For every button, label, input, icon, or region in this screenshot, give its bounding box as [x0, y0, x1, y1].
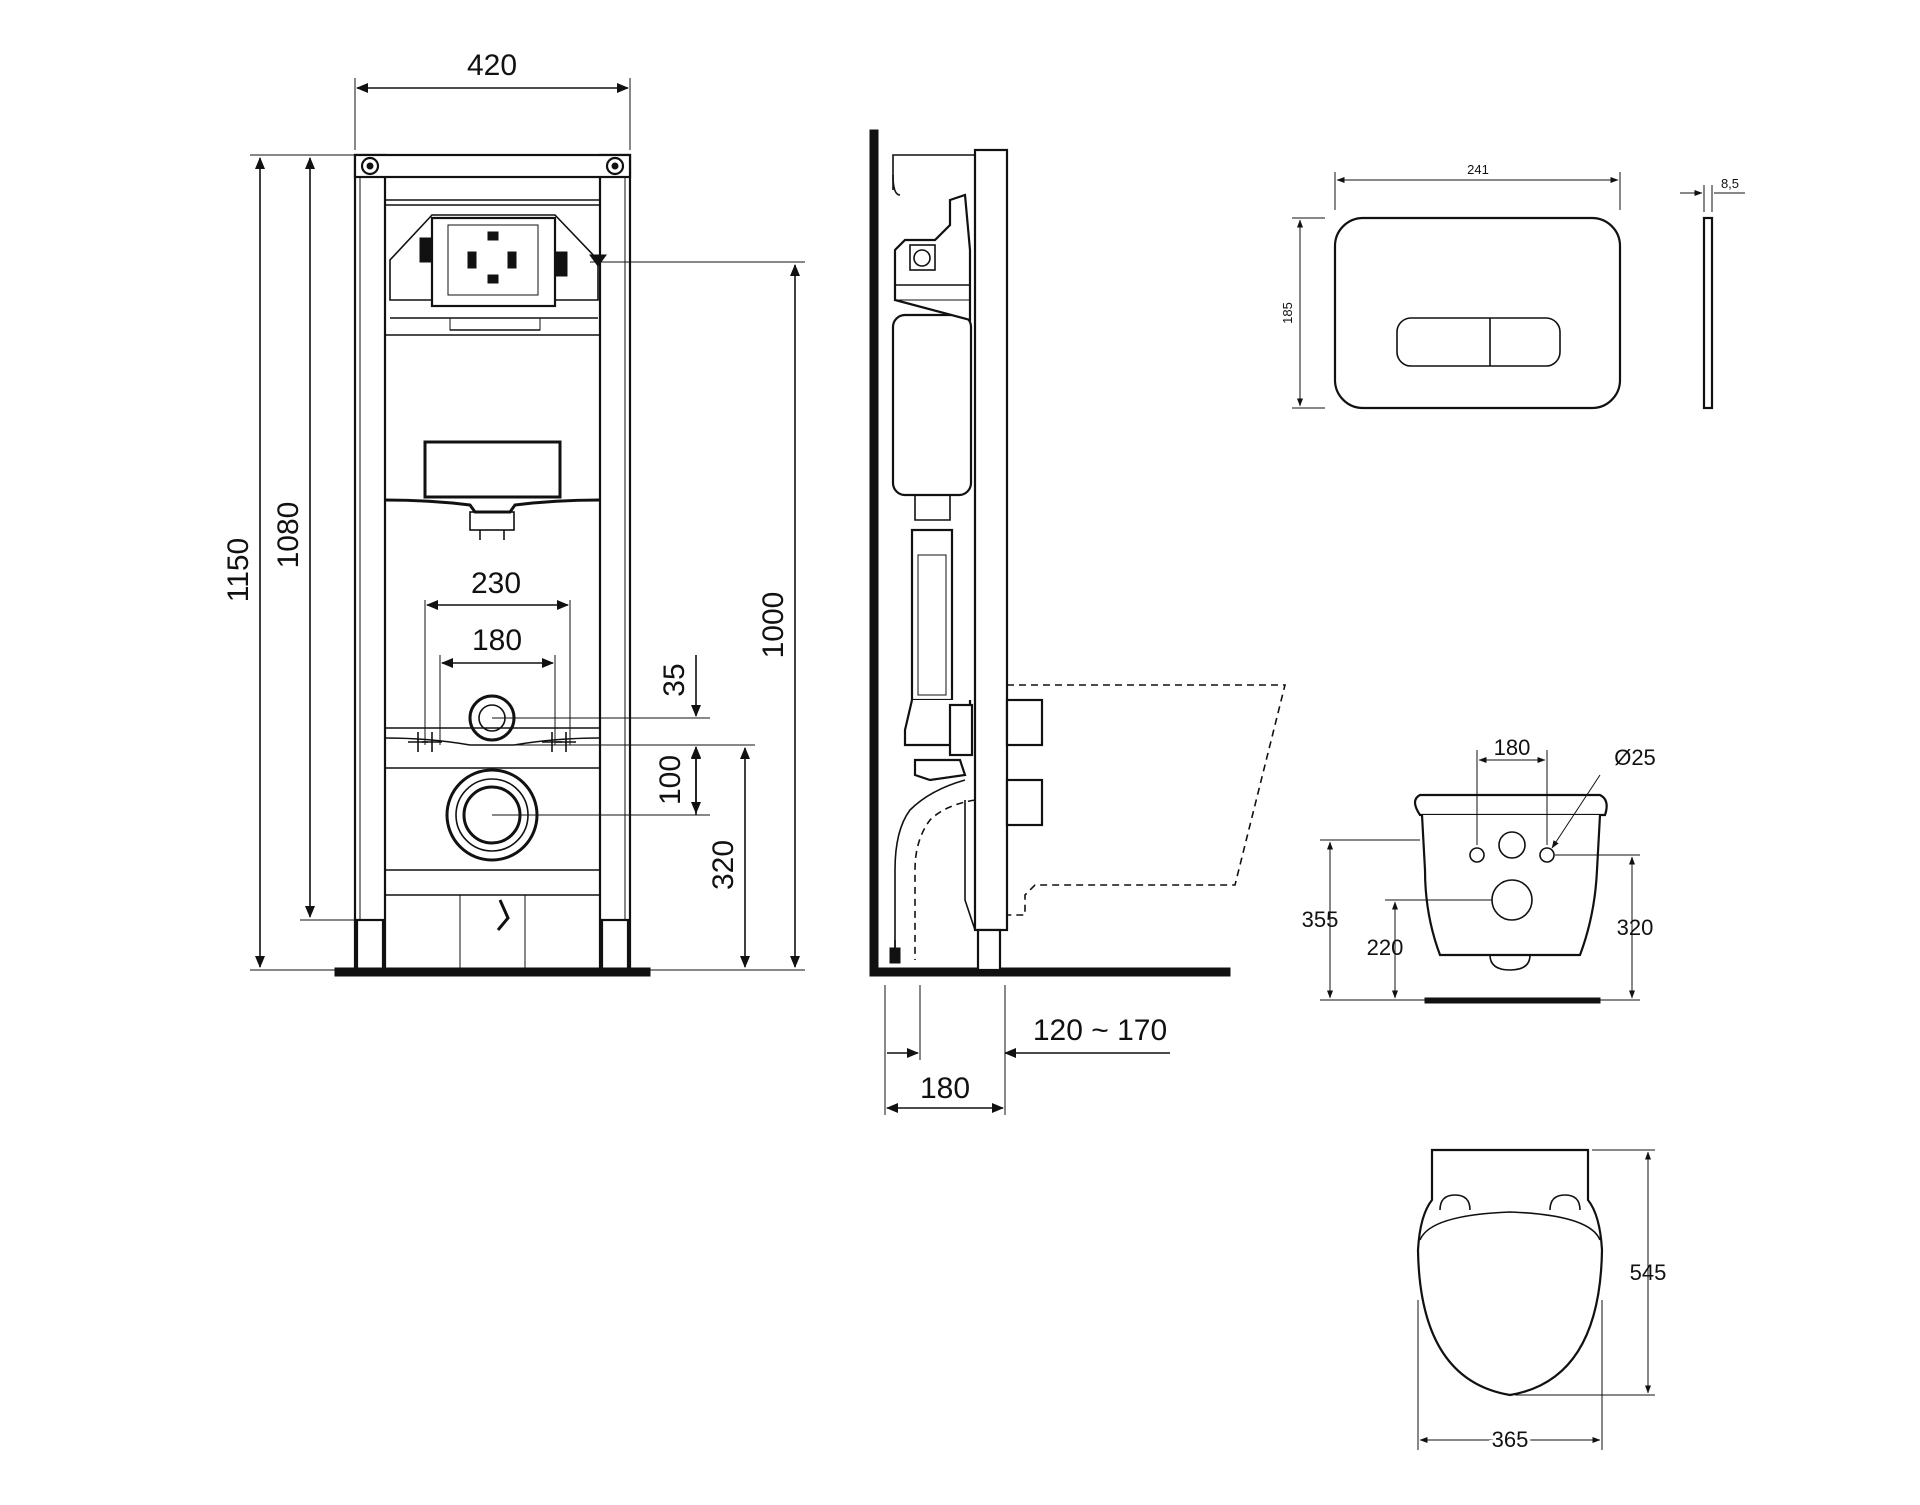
dim-holes-180: 180: [1494, 735, 1531, 760]
flush-buttons: [1396, 317, 1561, 367]
flush-mechanism: [389, 214, 599, 331]
front-dimensions: 420 1150 1080 1000 230 180: [222, 49, 805, 971]
floor: [869, 967, 1231, 977]
dim-bowl-365: 365: [1492, 1427, 1529, 1452]
front-view: 420 1150 1080 1000 230 180: [222, 49, 805, 977]
dim-height-1080: 1080: [272, 502, 305, 569]
side-view: 180 120 ~ 170: [869, 129, 1287, 1115]
dim-inlet-220: 220: [1367, 935, 1404, 960]
inspection-opening: [384, 440, 601, 540]
dim-plate-241: 241: [1467, 162, 1489, 177]
dim-waste-320: 320: [707, 840, 740, 890]
dim-bowl-355: 355: [1302, 907, 1339, 932]
dim-height-1000: 1000: [757, 592, 790, 659]
dim-plate-8-5: 8,5: [1721, 176, 1739, 191]
dim-gap-120-170: 120 ~ 170: [1033, 1014, 1167, 1047]
dim-height-1150: 1150: [222, 538, 255, 603]
dim-offset-100: 100: [654, 755, 687, 805]
dim-bolts-180: 180: [472, 624, 522, 657]
dim-offset-35: 35: [658, 663, 691, 696]
wall: [869, 129, 879, 971]
side-frame: [973, 148, 1009, 932]
flush-plate-front: [1333, 216, 1622, 410]
bowl-top-view: 545 365: [1416, 1148, 1667, 1455]
flush-plate-side: [1702, 216, 1714, 410]
front-frame: [334, 153, 651, 977]
flush-plate: 241 185 8,5: [1280, 162, 1745, 410]
dim-bowl-545: 545: [1630, 1260, 1667, 1285]
dim-depth-180: 180: [920, 1072, 970, 1105]
side-dimensions: 180 120 ~ 170: [884, 985, 1170, 1115]
dim-bolts-230: 230: [471, 567, 521, 600]
side-cistern: [891, 193, 973, 702]
dim-plate-185: 185: [1280, 302, 1295, 324]
side-outlet-pipe: [889, 699, 976, 964]
dim-width-420: 420: [467, 49, 517, 82]
dim-bowl-320: 320: [1617, 915, 1654, 940]
bowl-front-view: 180 Ø25 355 220 320: [1302, 735, 1656, 1004]
water-inlet: [384, 694, 601, 752]
dim-hole-diameter: Ø25: [1614, 745, 1656, 770]
side-bowl-dashed: [1005, 684, 1287, 916]
